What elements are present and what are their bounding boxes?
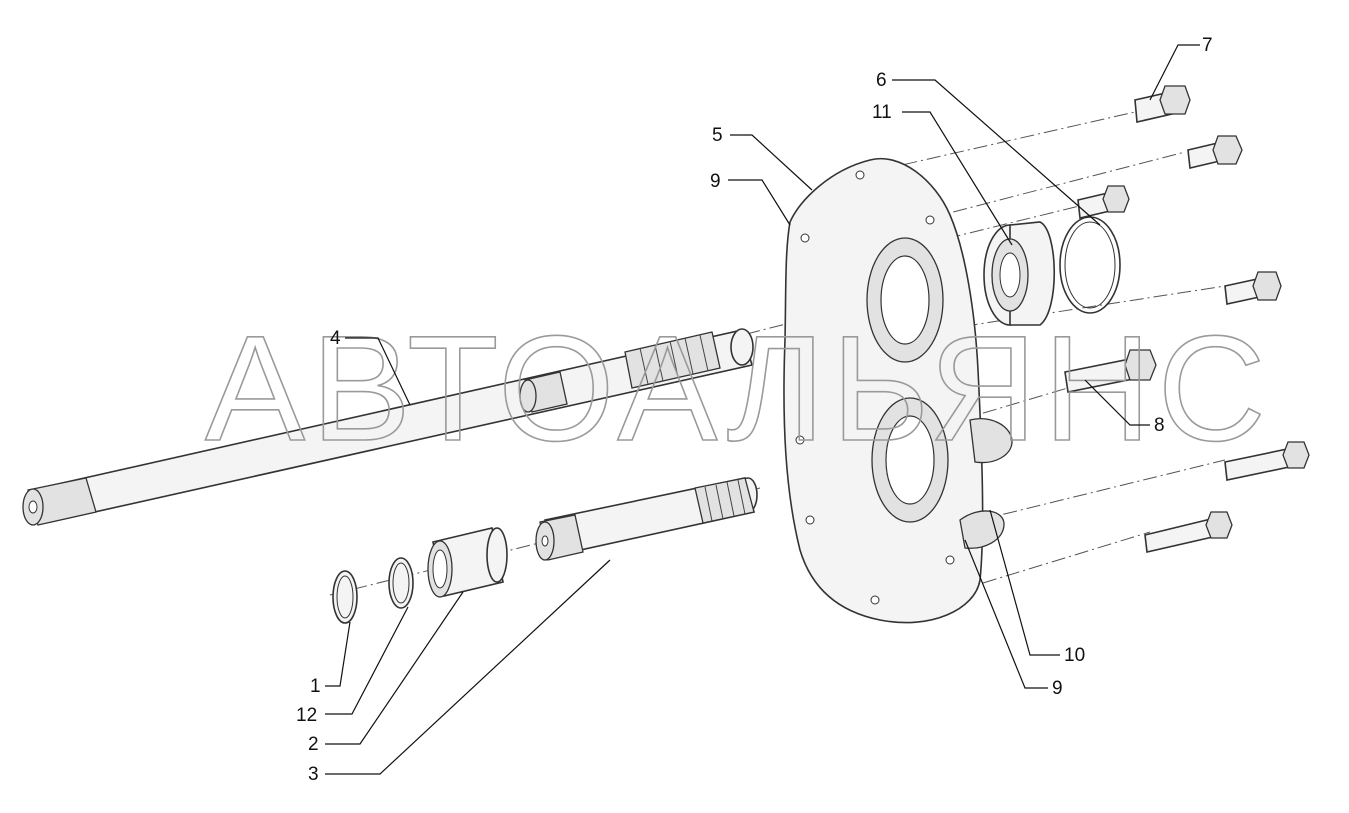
callout-11: 11: [872, 102, 892, 123]
ball-bearing: [983, 221, 1056, 326]
snap-ring: [1059, 216, 1121, 314]
callout-2: 2: [308, 734, 319, 755]
callout-7: 7: [1202, 35, 1213, 56]
callout-4: 4: [330, 328, 341, 349]
callout-8: 8: [1154, 415, 1165, 436]
leader-lines: [325, 44, 1200, 775]
housing-cover: [783, 157, 1013, 624]
callout-3: 3: [308, 764, 319, 785]
watermark: АВТОАЛЬЯНС: [205, 304, 1272, 472]
callout-labels: 1 12 2 3 4 5 9 6 11 7 8 10 9: [296, 35, 1213, 785]
callout-9-top: 9: [710, 171, 721, 192]
callout-1: 1: [310, 676, 321, 697]
retaining-rings: [332, 557, 414, 624]
callout-6: 6: [876, 70, 887, 91]
callout-5: 5: [712, 125, 723, 146]
output-shaft: [535, 477, 758, 561]
callout-12: 12: [296, 705, 317, 726]
callout-9-bottom: 9: [1052, 678, 1063, 699]
bolts: [1077, 85, 1310, 553]
input-shaft: [22, 328, 754, 526]
callout-10: 10: [1064, 645, 1085, 666]
long-bolt: [1064, 349, 1157, 393]
needle-bearing: [427, 527, 508, 598]
